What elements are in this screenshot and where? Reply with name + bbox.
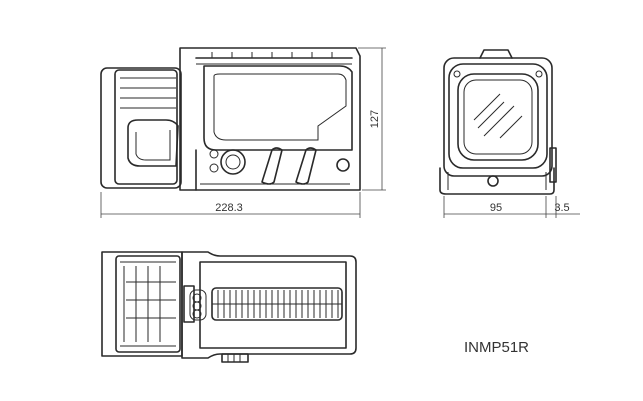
width-dimension: 95 [443, 196, 547, 218]
length-label: 228.3 [215, 202, 243, 214]
offset-dimension: 3.5 [546, 196, 580, 218]
model-label: INMP51R [464, 339, 529, 356]
front-view [439, 49, 557, 195]
offset-label: 3.5 [554, 202, 569, 214]
length-dimension: 228.3 [100, 192, 361, 218]
width-label: 95 [490, 202, 502, 214]
side-view [100, 47, 361, 191]
top-view [101, 251, 357, 363]
height-dimension: 127 [358, 47, 386, 191]
height-label: 127 [369, 110, 381, 128]
